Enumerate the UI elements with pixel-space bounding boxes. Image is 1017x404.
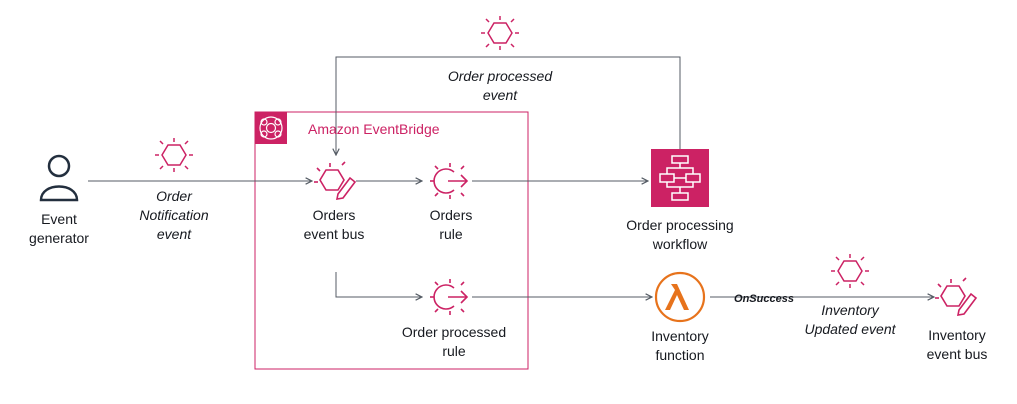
inventory-event-bus-label: Inventory event bus	[926, 327, 988, 362]
on-success-label: OnSuccess	[734, 293, 794, 305]
edge-workflow-to-bus	[336, 56, 681, 155]
order-processing-workflow-label: Order processing workflow	[626, 217, 734, 252]
edge-bus-to-processed-rule	[335, 272, 422, 297]
orders-rule-label: Orders rule	[429, 207, 473, 242]
order-processed-rule-label: Order processed rule	[401, 324, 507, 359]
eventbridge-group-box	[254, 111, 529, 370]
order-processed-event-icon	[480, 15, 520, 51]
order-notification-event-icon	[154, 137, 194, 173]
eventbridge-group-title: Amazon EventBridge	[308, 121, 440, 137]
inventory-event-bus-icon	[934, 277, 977, 316]
inventory-function-label: Inventory function	[651, 328, 709, 363]
inventory-updated-event-icon	[830, 253, 870, 289]
order-processed-rule-icon	[429, 278, 468, 316]
event-generator-label: Event generator	[29, 211, 89, 246]
inventory-updated-event-label: Inventory Updated event	[804, 302, 896, 337]
orders-event-bus-icon	[313, 161, 356, 200]
lambda-icon	[654, 271, 706, 323]
user-icon	[39, 154, 79, 202]
orders-rule-icon	[429, 162, 468, 200]
order-processed-event-label: Order processed event	[447, 68, 553, 103]
order-notification-event-label: Order Notification event	[139, 188, 209, 242]
eventbridge-icon	[259, 116, 283, 140]
orders-event-bus-label: Orders event bus	[303, 207, 365, 242]
